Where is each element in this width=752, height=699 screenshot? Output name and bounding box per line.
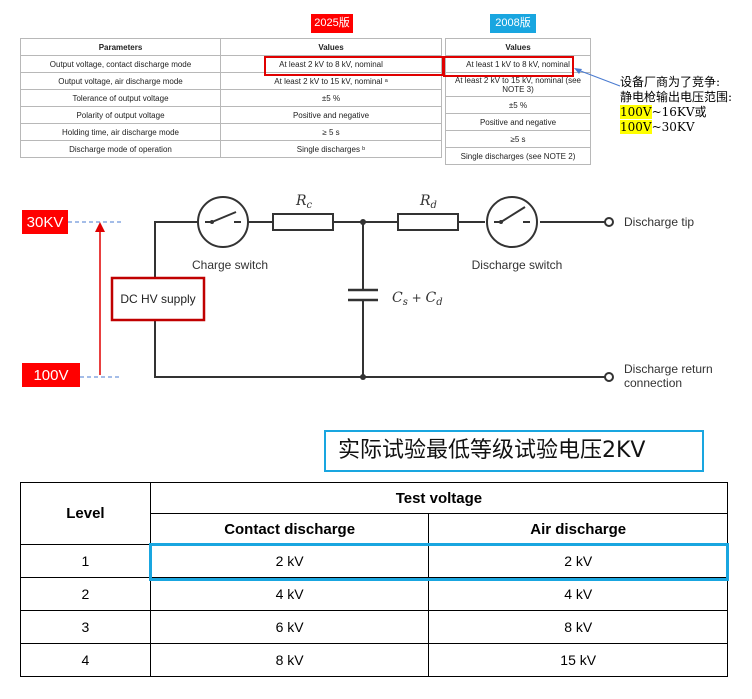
note-text: ~30KV (651, 120, 695, 134)
return-terminal (604, 372, 614, 382)
table-row: ≥5 s (445, 130, 591, 148)
contact-cell: 8 kV (149, 643, 430, 677)
discharge-switch-label: Discharge switch (472, 258, 563, 272)
header-values-2008: Values (445, 38, 591, 56)
value-cell: Single discharges (see NOTE 2) (445, 147, 591, 165)
resistor-rc (272, 213, 334, 231)
value-cell: Positive and negative (445, 113, 591, 131)
param-cell: Tolerance of output voltage (20, 89, 221, 107)
rc-letter: R (295, 193, 307, 209)
note-line: 静电枪输出电压范围: (620, 90, 733, 104)
discharge-tip-terminal (604, 217, 614, 227)
dc-supply-box (110, 276, 206, 322)
air-cell: 4 kV (428, 577, 728, 611)
contact-cell: 4 kV (149, 577, 430, 611)
cap-plus: + (408, 291, 426, 305)
cap-letter-s: C (392, 290, 403, 306)
cap-subscript-d: d (436, 297, 442, 308)
level-header: Level (20, 482, 151, 545)
table-row: ±5 % (445, 96, 591, 114)
value-cell: Single discharges ᵇ (220, 140, 442, 158)
table-row: 2 4 kV 4 kV (20, 577, 728, 611)
table-row: 1 2 kV 2 kV (20, 544, 728, 578)
table-row: Positive and negative (445, 113, 591, 131)
annotation-arrow (574, 68, 621, 87)
note-text: ~16KV或 (651, 105, 707, 119)
voltage-label-top: 30KV (27, 214, 64, 231)
note-highlight: 100V (620, 120, 652, 134)
table-row: Discharge mode of operation Single disch… (20, 140, 442, 158)
return-label: Discharge return (624, 362, 713, 376)
minimum-voltage-caption: 实际试验最低等级试验电压2KV (324, 430, 704, 472)
version-tag-2025: 2025版 (311, 14, 353, 33)
air-cell: 8 kV (428, 610, 728, 644)
esd-circuit-diagram: 30KV 100V Charge switch Rc Rd Cs + Cd (22, 193, 713, 390)
level-cell: 2 (20, 577, 151, 611)
highlight-box-2008 (443, 56, 574, 77)
cap-subscript-s: s (403, 297, 408, 308)
contact-cell: 6 kV (149, 610, 430, 644)
highlight-box-2025 (264, 56, 444, 76)
test-levels-table: Level Test voltage Contact discharge Air… (20, 482, 729, 677)
value-cell: ≥ 5 s (220, 123, 442, 141)
range-arrow-head (95, 222, 105, 232)
header-values: Values (220, 38, 442, 56)
manufacturer-note: 设备厂商为了竞争: 静电枪输出电压范围: 100V~16KV或 100V~30K… (620, 75, 732, 135)
value-cell: ≥5 s (445, 130, 591, 148)
air-cell: 15 kV (428, 643, 728, 677)
table-row: 3 6 kV 8 kV (20, 610, 728, 644)
param-cell: Output voltage, contact discharge mode (20, 55, 221, 73)
air-cell: 2 kV (428, 544, 728, 578)
discharge-tip-label: Discharge tip (624, 215, 694, 229)
param-cell: Output voltage, air discharge mode (20, 72, 221, 90)
level-cell: 4 (20, 643, 151, 677)
junction-dot (360, 219, 366, 225)
header-parameters: Parameters (20, 38, 221, 56)
resistor-rd (397, 213, 459, 231)
charge-switch-label: Charge switch (192, 258, 268, 272)
cap-letter-d: C (426, 290, 437, 306)
level-cell: 1 (20, 544, 151, 578)
rd-label: Rd (419, 193, 437, 211)
note-line: 100V~16KV或 (620, 105, 732, 120)
contact-cell: 2 kV (149, 544, 430, 578)
note-line: 100V~30KV (620, 120, 732, 135)
level-cell: 3 (20, 610, 151, 644)
param-cell: Polarity of output voltage (20, 106, 221, 124)
version-tag-2008: 2008版 (490, 14, 536, 33)
param-cell: Holding time, air discharge mode (20, 123, 221, 141)
test-voltage-header: Test voltage (149, 482, 729, 514)
voltage-label-bottom: 100V (33, 367, 68, 384)
level-1-highlight (149, 543, 729, 581)
rc-subscript: c (307, 200, 313, 211)
dc-supply-label: DC HV supply (120, 292, 195, 306)
value-cell: ±5 % (220, 89, 442, 107)
junction-dot (360, 374, 366, 380)
table-row: 4 8 kV 15 kV (20, 643, 728, 677)
capacitor-label: Cs + Cd (392, 290, 443, 308)
rc-label: Rc (295, 193, 313, 211)
charge-switch-symbol (197, 196, 249, 248)
voltage-tag-bottom (22, 363, 80, 387)
table-row: Single discharges (see NOTE 2) (445, 147, 591, 165)
value-cell: Positive and negative (220, 106, 442, 124)
contact-discharge-header: Contact discharge (149, 513, 430, 545)
table-row: Polarity of output voltage Positive and … (20, 106, 442, 124)
rd-subscript: d (431, 200, 437, 211)
param-cell: Discharge mode of operation (20, 140, 221, 158)
note-highlight: 100V (620, 105, 652, 119)
discharge-switch-symbol (486, 196, 538, 248)
voltage-tag-top (22, 210, 68, 234)
spec-table-2025: Parameters Values Output voltage, contac… (20, 38, 442, 158)
note-line: 设备厂商为了竞争: (620, 75, 721, 89)
air-discharge-header: Air discharge (428, 513, 728, 545)
table-row: Tolerance of output voltage ±5 % (20, 89, 442, 107)
spec-table-2008: Values At least 1 kV to 8 kV, nominal At… (445, 38, 591, 165)
table-row: Holding time, air discharge mode ≥ 5 s (20, 123, 442, 141)
rd-letter: R (419, 193, 431, 209)
return-label-2: connection (624, 376, 682, 390)
value-cell: ±5 % (445, 96, 591, 114)
capacitor-symbol (348, 288, 378, 302)
